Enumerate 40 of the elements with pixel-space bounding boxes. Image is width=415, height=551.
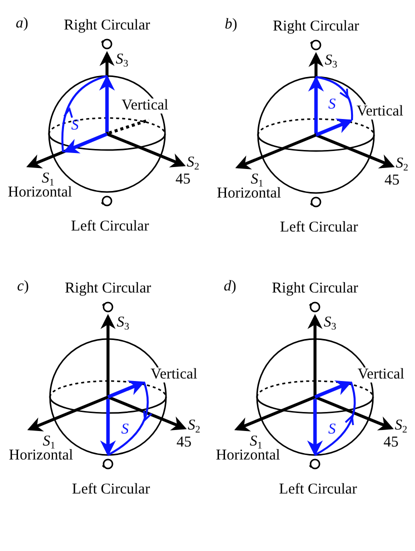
panel-letter: d) — [222, 280, 238, 294]
axis-label: S$_{3}$ — [322, 316, 338, 332]
state-label: Vertical — [150, 368, 198, 382]
state-label: Horizontal — [6, 186, 74, 200]
axis-label: S$_{3}$ — [114, 52, 130, 70]
state-label: Horizontal — [216, 186, 282, 202]
state-label: Horizontal — [8, 448, 74, 464]
axis-label: S$_{2}$ — [394, 156, 410, 174]
axis-label: S$_{1}$ — [42, 434, 56, 452]
angle-label: 45 — [176, 436, 192, 450]
state-label: Vertical — [120, 98, 170, 114]
axis-label: S$_{1}$ — [250, 434, 262, 452]
vector-label: S — [70, 118, 80, 134]
panel-letter: a) — [14, 16, 30, 32]
pole-label: Right Circular — [64, 282, 152, 296]
axis-label: S$_{1}$ — [250, 172, 264, 190]
axis-label: S$_{2}$ — [394, 418, 408, 436]
vector-label: S — [327, 98, 337, 112]
axis-label: S$_{3}$ — [116, 316, 130, 332]
axis-label: S$_{3}$ — [324, 54, 338, 70]
vector-label: S — [120, 422, 130, 438]
state-label: Vertical — [356, 368, 406, 382]
pole-label: Right Circular — [62, 18, 152, 34]
pole-label: Left Circular — [71, 482, 151, 498]
vector-label: S — [327, 422, 337, 438]
pole-label: Right Circular — [272, 20, 360, 34]
pole-label: Left Circular — [279, 220, 359, 236]
state-label: Vertical — [356, 104, 404, 120]
pole-label: Left Circular — [70, 220, 150, 234]
panel-letter: c) — [16, 280, 30, 294]
angle-label: 45 — [382, 436, 400, 450]
pole-label: Left Circular — [278, 482, 358, 498]
axis-label: S$_{2}$ — [186, 156, 200, 172]
state-label: Horizontal — [214, 448, 282, 464]
angle-label: 45 — [384, 174, 400, 188]
pole-label: Right Circular — [270, 282, 360, 296]
axis-label: S$_{2}$ — [186, 418, 202, 436]
panel-letter: b) — [224, 18, 238, 32]
axis-label: S$_{1}$ — [42, 172, 54, 188]
angle-label: 45 — [174, 172, 192, 188]
